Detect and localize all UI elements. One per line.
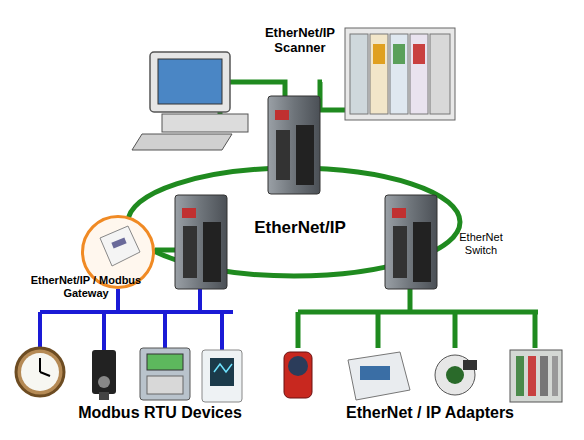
valve-device xyxy=(284,352,312,398)
ethernet-switch xyxy=(175,195,227,289)
sensor-device xyxy=(92,350,116,400)
plc-rack xyxy=(345,28,455,120)
group-label: Modbus RTU Devices xyxy=(30,404,290,422)
io-module xyxy=(348,352,410,400)
node-label: EtherNet/IP / Modbus Gateway xyxy=(18,274,154,299)
encoder-device xyxy=(435,355,477,395)
meter-device xyxy=(202,350,242,402)
network-label: EtherNet/IP xyxy=(240,218,360,238)
gateway-node: EtherNet/IP / Modbus Gateway xyxy=(81,215,155,289)
computer xyxy=(132,52,248,150)
ethernet-switch xyxy=(385,195,437,289)
group-label: EtherNet / IP Adapters xyxy=(300,404,560,422)
drive-device xyxy=(510,350,562,402)
scanner-label: EtherNet/IP Scanner xyxy=(255,26,345,56)
ethernet-cable xyxy=(128,82,538,348)
ethernet-switch xyxy=(268,96,320,194)
switch-node: EtherNet Switch xyxy=(385,195,437,289)
clock-device xyxy=(16,348,64,396)
controller-device xyxy=(140,348,190,400)
node-label: EtherNet Switch xyxy=(451,231,511,256)
